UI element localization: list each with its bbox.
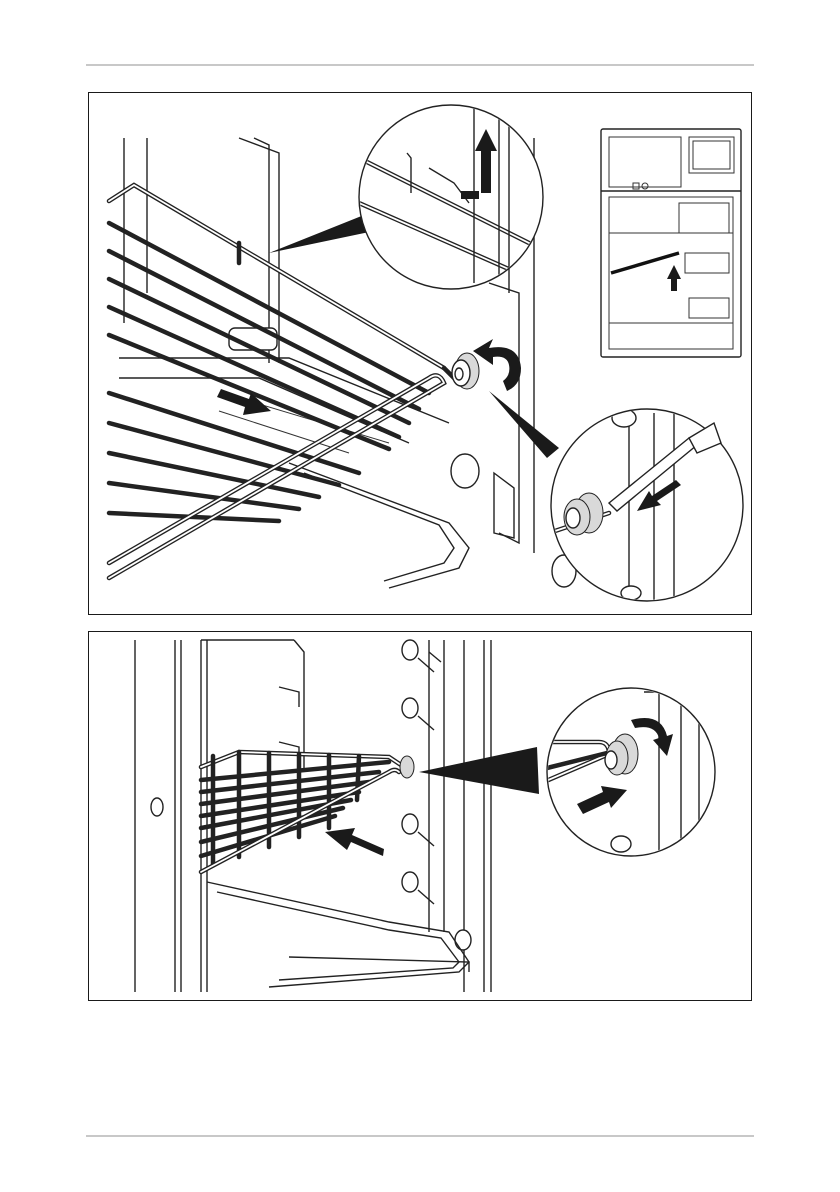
push-in-arrow-icon (325, 828, 384, 856)
rotate-anticlockwise-arrow-icon (473, 339, 521, 391)
header-rule (86, 64, 754, 66)
callout-pointer (419, 747, 539, 794)
pull-out-arrow-icon (217, 389, 271, 415)
shelf-end-cap (452, 353, 479, 389)
figure-insert-shelf-drawing (89, 632, 751, 1000)
refrigerator-overview-icon (601, 129, 741, 357)
callout-pointer-bottom (489, 391, 559, 458)
footer-rule (86, 1135, 754, 1137)
callout-lift-detail (359, 103, 549, 289)
figure-remove-shelf-drawing (89, 93, 751, 614)
figure-remove-shelf (88, 92, 752, 615)
callout-lock-detail (539, 682, 715, 862)
callout-pointer-top (269, 213, 374, 253)
figure-insert-shelf (88, 631, 752, 1001)
callout-unlock-detail (549, 409, 743, 603)
